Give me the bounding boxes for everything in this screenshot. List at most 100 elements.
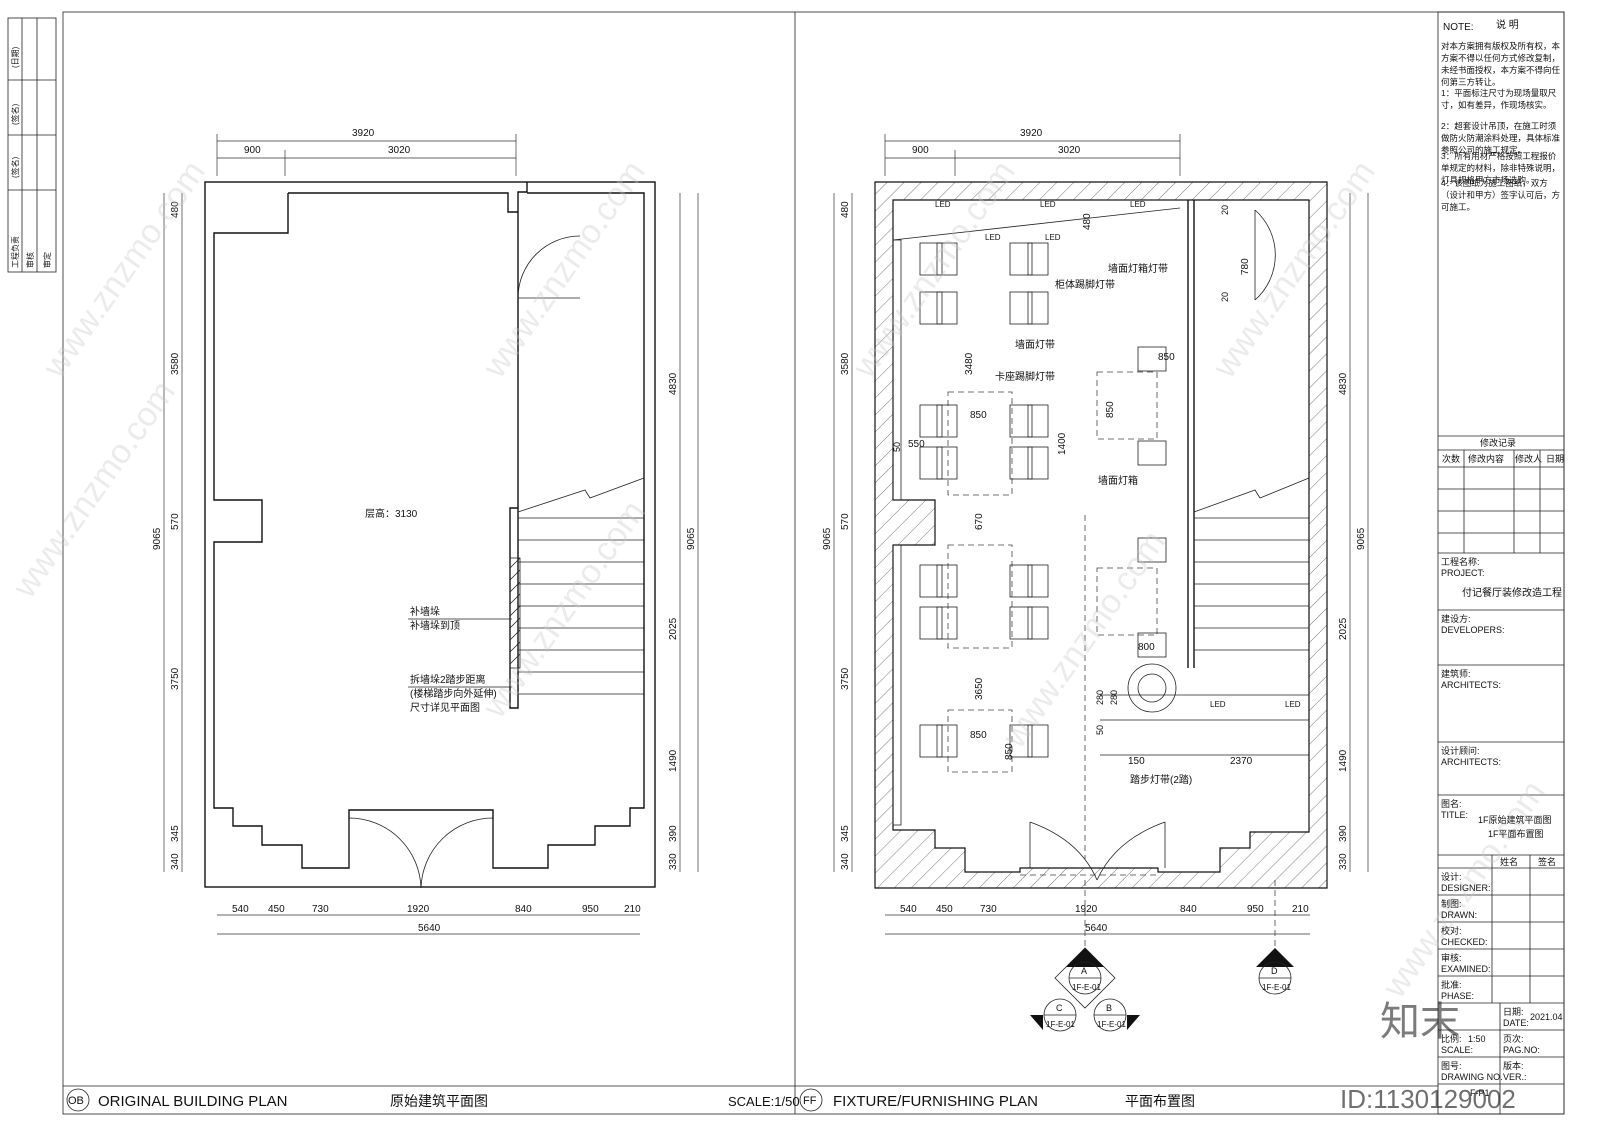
svg-text:D: D: [1271, 966, 1278, 976]
svg-text:850: 850: [970, 730, 987, 741]
table-5: [1096, 567, 1158, 636]
drawn-label: 制图:: [1441, 899, 1462, 909]
strip-text-5: (签名): [10, 103, 20, 125]
left-l-total: 9065: [152, 527, 163, 550]
note-add-pier: 补墙垛: [410, 605, 440, 618]
note-cn: 说 明: [1496, 20, 1519, 31]
strip-text-2: 审核: [25, 252, 35, 268]
examined-label: 审核:: [1441, 953, 1462, 963]
svg-text:LED: LED: [1210, 700, 1226, 709]
architect-label: 建筑师:: [1441, 669, 1471, 679]
chairs: [919, 242, 1167, 758]
entry-double-door: [348, 817, 494, 889]
svg-text:900: 900: [912, 145, 929, 156]
project-label-en: PROJECT:: [1441, 568, 1485, 578]
svg-text:3920: 3920: [1020, 128, 1043, 139]
stair-treads: [517, 477, 645, 695]
label-wall-lightbox-strip: 墙面灯箱灯带: [1108, 262, 1168, 275]
svg-text:840: 840: [1180, 904, 1197, 915]
outer-wall: [204, 181, 656, 888]
left-top-1: 900: [244, 145, 261, 156]
svg-text:850: 850: [1004, 743, 1015, 760]
checked-label-en: CHECKED:: [1441, 937, 1488, 947]
left-bot-total: 5640: [418, 923, 441, 934]
label-step-strip: 踏步灯带(2踏): [1130, 773, 1192, 786]
rev-col-no: 次数: [1442, 454, 1461, 464]
drawing-no-label-en: DRAWING NO.: [1441, 1072, 1503, 1082]
rev-col-date: 日期: [1546, 454, 1565, 464]
developer-label-en: DEVELOPERS:: [1441, 625, 1505, 635]
svg-text:1F-E-01: 1F-E-01: [1262, 983, 1291, 992]
rev-col-content: 修改内容: [1468, 454, 1505, 464]
scale-value: 1:50: [1468, 1034, 1486, 1044]
consultant-label: 设计顾问:: [1441, 746, 1480, 756]
svg-text:LED: LED: [1045, 233, 1061, 242]
svg-text:50: 50: [1095, 725, 1105, 735]
sign-col: 签名: [1538, 857, 1557, 867]
left-l-6: 340: [170, 853, 181, 870]
svg-text:210: 210: [1292, 904, 1309, 915]
svg-text:345: 345: [840, 825, 851, 842]
right-plan-title-cn: 平面布置图: [1125, 1093, 1195, 1109]
svg-text:3750: 3750: [840, 667, 851, 690]
table-2: [947, 544, 1013, 649]
left-bot-7: 210: [624, 904, 641, 915]
label-cabinet-kick-strip: 柜体踢脚灯带: [1055, 278, 1115, 291]
svg-text:800: 800: [1138, 642, 1155, 653]
date-label: 日期:: [1503, 1007, 1524, 1017]
version-label: 版本:: [1503, 1061, 1524, 1071]
left-bot-6: 950: [582, 904, 599, 915]
added-pier: [509, 557, 521, 669]
svg-text:www.znzmo.com: www.znzmo.com: [475, 494, 653, 726]
left-r-3: 1490: [668, 749, 679, 772]
drawing-name-2: 1F平面布置图: [1488, 829, 1544, 839]
rev-col-person: 修改人: [1515, 454, 1543, 464]
svg-text:LED: LED: [1285, 700, 1301, 709]
svg-text:670: 670: [974, 513, 985, 530]
right-plan-title-en: FIXTURE/FURNISHING PLAN: [833, 1093, 1038, 1110]
phase-label-en: PHASE:: [1441, 991, 1475, 1001]
svg-text:950: 950: [1247, 904, 1264, 915]
svg-text:780: 780: [1240, 258, 1251, 275]
consultant-label-en: ARCHITECTS:: [1441, 757, 1502, 767]
scale-label-en: SCALE:: [1441, 1045, 1474, 1055]
svg-text:9065: 9065: [822, 527, 833, 550]
left-plan-title-cn: 原始建筑平面图: [390, 1093, 488, 1109]
left-bot-4: 1920: [407, 904, 430, 915]
label-wall-strip: 墙面灯带: [1015, 338, 1055, 351]
svg-text:340: 340: [840, 853, 851, 870]
svg-text:2370: 2370: [1230, 756, 1253, 767]
svg-text:1F-E-01: 1F-E-01: [1046, 1020, 1075, 1029]
inner-wall-outline: [288, 182, 528, 709]
note-label: NOTE:: [1443, 22, 1474, 33]
svg-text:850: 850: [1105, 401, 1116, 418]
door-swing-upper: [517, 235, 581, 299]
svg-text:LED: LED: [935, 200, 951, 209]
svg-text:450: 450: [936, 904, 953, 915]
approved-label: 批准:: [1441, 980, 1462, 990]
id-watermark: ID:1130129002: [1340, 1084, 1516, 1114]
svg-text:www.znzmo.com: www.znzmo.com: [35, 154, 213, 386]
date-value: 2021.04: [1530, 1012, 1563, 1022]
svg-text:570: 570: [840, 513, 851, 530]
left-l-1: 480: [170, 201, 181, 218]
right-dims: 3920 900 3020 540 450 730 1920 840 950 2…: [822, 128, 1369, 935]
left-bot-2: 450: [268, 904, 285, 915]
marker-a-letter: A: [1081, 966, 1087, 976]
svg-text:1920: 1920: [1075, 904, 1098, 915]
fixture-furnishing-plan: LED LED LED LED LED LED LED 墙面灯箱灯带 柜体踢脚灯…: [874, 181, 1328, 889]
left-bot-3: 730: [312, 904, 329, 915]
left-top-total: 3920: [352, 128, 375, 139]
svg-text:390: 390: [1338, 825, 1349, 842]
svg-text:3020: 3020: [1058, 145, 1081, 156]
table-4: [1096, 371, 1158, 440]
logo-watermark: 知末: [1380, 1000, 1460, 1044]
designer-label: 设计:: [1441, 872, 1462, 882]
svg-text:550: 550: [908, 439, 925, 450]
svg-text:480: 480: [840, 201, 851, 218]
drawing-no-label: 图号:: [1441, 1061, 1462, 1071]
svg-text:280: 280: [1095, 690, 1105, 705]
developer-label: 建设方:: [1441, 614, 1471, 624]
hatched-walls: [874, 181, 1328, 889]
